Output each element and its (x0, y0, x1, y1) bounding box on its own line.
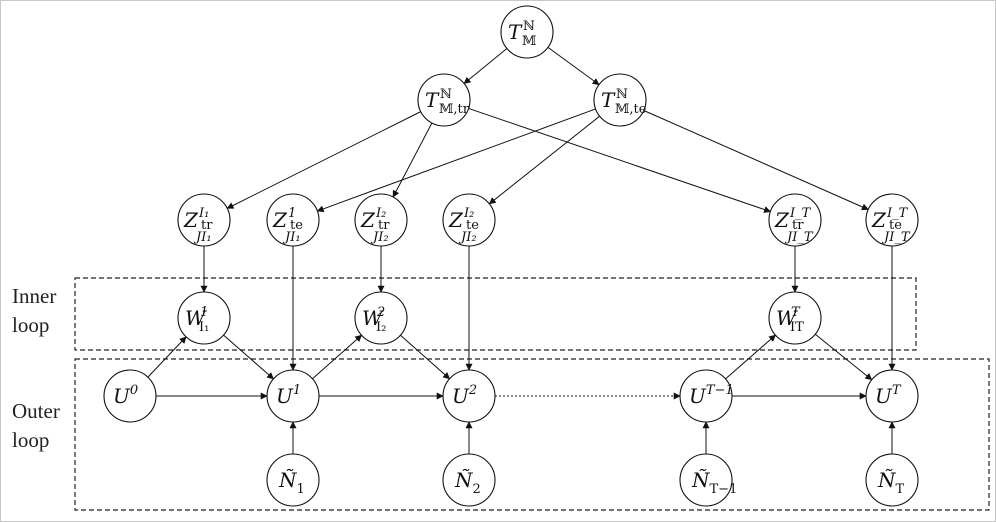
inner-loop-label-line2: loop (12, 313, 49, 337)
edge-train-to-z2tr (392, 122, 433, 198)
edge-test-to-z1te (316, 108, 596, 213)
node-circle (442, 369, 496, 423)
edge-w1-to-u1 (223, 334, 274, 380)
edge-u0-to-w1 (147, 336, 187, 378)
edge-root-to-train (463, 48, 508, 84)
node-circle (768, 291, 822, 345)
edge-w2-to-u2 (400, 334, 451, 380)
node-circle (177, 193, 231, 247)
edge-u1-to-w2 (312, 334, 363, 380)
edge-train-to-zTtr (468, 107, 772, 213)
inner-loop-label-line1: Inner (12, 284, 56, 308)
node-nT: ÑT (865, 453, 919, 507)
node-circle (354, 193, 408, 247)
node-circle (679, 453, 733, 507)
node-u0: U0 (103, 369, 157, 423)
node-circle (354, 291, 408, 345)
node-label: U0 (113, 383, 138, 408)
outer-loop-label-line2: loop (12, 428, 49, 452)
node-circle (266, 193, 320, 247)
node-circle (103, 369, 157, 423)
node-circle (417, 73, 471, 127)
node-circle (865, 453, 919, 507)
node-u1: U1 (266, 369, 320, 423)
node-circle (266, 369, 320, 423)
node-circle (500, 5, 554, 59)
node-circle (442, 453, 496, 507)
node-label: ÑT (877, 468, 905, 497)
node-uTm1: UT−1 (679, 369, 734, 423)
node-circle (865, 193, 919, 247)
node-label: U1 (276, 383, 301, 408)
node-label: UT (875, 383, 902, 408)
outer-loop-box (74, 358, 990, 511)
edge-uTm1-to-wT (725, 334, 776, 380)
node-circle (865, 369, 919, 423)
node-label: UT−1 (689, 383, 734, 408)
outer-loop-label-line1: Outer (12, 399, 60, 423)
node-n2: Ñ2 (442, 453, 496, 507)
node-label: U2 (452, 383, 477, 408)
node-circle (768, 193, 822, 247)
node-circle (593, 73, 647, 127)
edge-train-to-z1tr (226, 111, 421, 209)
edge-test-to-zTte (643, 110, 869, 211)
edge-wT-to-uT (814, 333, 873, 381)
node-circle (442, 193, 496, 247)
node-circle (679, 369, 733, 423)
node-label: Ñ1 (278, 468, 305, 497)
node-u2: U2 (442, 369, 496, 423)
inner-loop-box (74, 277, 917, 351)
node-n1: Ñ1 (266, 453, 320, 507)
edge-test-to-z2te (488, 115, 600, 205)
edges (147, 46, 896, 454)
node-label: Ñ2 (454, 468, 481, 497)
node-nTm1: ÑT−1 (679, 453, 737, 507)
node-circle (177, 291, 231, 345)
node-circle (266, 453, 320, 507)
node-label: ÑT−1 (691, 468, 737, 497)
node-uT: UT (865, 369, 919, 423)
edge-root-to-test (547, 46, 600, 86)
